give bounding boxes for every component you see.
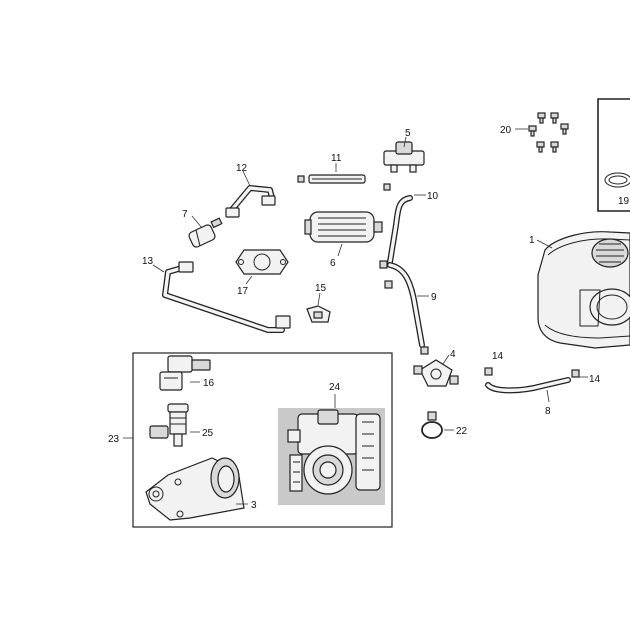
callout-12: 12 bbox=[236, 163, 248, 174]
callout-22: 22 bbox=[456, 426, 468, 437]
part-24-throttle-body bbox=[278, 394, 385, 505]
part-25-injector bbox=[149, 403, 200, 447]
callout-7: 7 bbox=[182, 209, 188, 220]
callout-19: 19 bbox=[618, 196, 630, 207]
part-8-hose bbox=[484, 367, 588, 403]
callout-24: 24 bbox=[329, 382, 341, 393]
part-1-fuel-tank bbox=[536, 231, 630, 349]
callout-16: 16 bbox=[203, 378, 215, 389]
part-3-intake-manifold bbox=[145, 457, 248, 521]
part-15-bracket bbox=[306, 292, 331, 323]
callout-8: 8 bbox=[545, 406, 551, 417]
part-17-gasket bbox=[235, 249, 289, 285]
part-20-bolts bbox=[515, 112, 569, 153]
callout-9: 9 bbox=[431, 292, 437, 303]
callout-17: 17 bbox=[237, 286, 249, 297]
callout-15: 15 bbox=[315, 283, 327, 294]
callout-1: 1 bbox=[529, 235, 535, 246]
callout-labels: 1 3 4 5 6 7 8 9 10 11 12 13 14 14 15 16 … bbox=[108, 125, 630, 511]
callout-23: 23 bbox=[108, 434, 120, 445]
callout-3: 3 bbox=[251, 500, 257, 511]
part-10-hose bbox=[379, 194, 426, 269]
part-19-gasket-box bbox=[597, 98, 630, 212]
callout-4: 4 bbox=[450, 349, 456, 360]
callout-14-right: 14 bbox=[589, 374, 601, 385]
part-11-tube bbox=[297, 163, 391, 191]
callout-6: 6 bbox=[330, 258, 336, 269]
part-7-fuel-filter bbox=[188, 215, 223, 248]
part-6-fuel-pump bbox=[304, 211, 383, 257]
part-12-pipe bbox=[225, 170, 276, 218]
callout-20: 20 bbox=[500, 125, 512, 136]
inset-group-23 bbox=[123, 352, 393, 528]
callout-13: 13 bbox=[142, 256, 154, 267]
part-9-hose bbox=[384, 262, 429, 355]
part-5-valve bbox=[383, 136, 425, 173]
part-13-long-pipe bbox=[152, 261, 291, 333]
part-22-clamp bbox=[421, 411, 454, 439]
part-16-connector bbox=[159, 355, 211, 391]
callout-11: 11 bbox=[331, 153, 342, 164]
part-4-fuel-valve bbox=[413, 354, 459, 387]
callout-14-left: 14 bbox=[492, 351, 504, 362]
callout-5: 5 bbox=[405, 128, 411, 139]
callout-10: 10 bbox=[427, 191, 439, 202]
callout-25: 25 bbox=[202, 428, 214, 439]
